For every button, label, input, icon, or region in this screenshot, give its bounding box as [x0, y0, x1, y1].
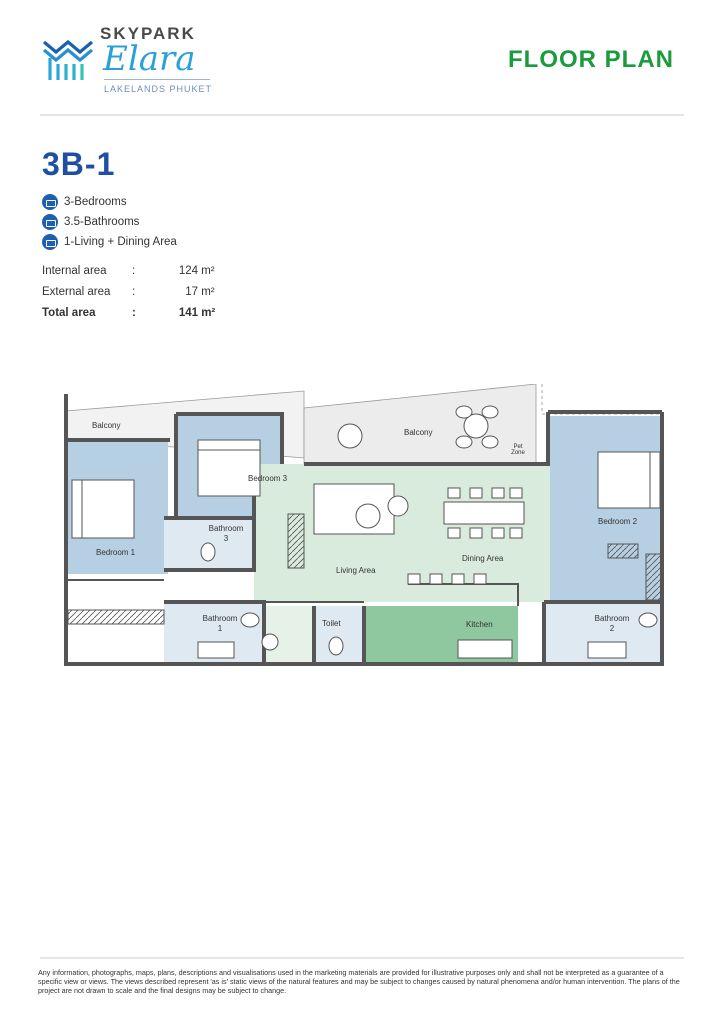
- balcony-main: [303, 384, 537, 465]
- area-unit: m²: [201, 307, 216, 319]
- kitchen-counter-icon: [457, 639, 513, 659]
- room-label-kitchen: Kitchen: [466, 620, 493, 629]
- room-label-pet-zone: Pet Zone: [511, 444, 525, 456]
- bathtub-icon: [42, 214, 58, 230]
- brand-script-name: Elara: [103, 39, 196, 79]
- area-label: Internal area: [42, 265, 107, 277]
- room-label-bedroom3: Bedroom 3: [248, 474, 288, 483]
- feature-bathrooms: 3.5-Bathrooms: [42, 213, 139, 231]
- brand-name: SKYPARK: [100, 24, 196, 43]
- unit-code: 3B-1: [42, 146, 116, 182]
- feature-bedrooms: 3-Bedrooms: [42, 193, 127, 211]
- footer-divider: [40, 957, 684, 959]
- room-label-balcony-main: Balcony: [404, 428, 433, 437]
- wardrobe-icon: [67, 609, 165, 625]
- basin-icon: [261, 633, 279, 651]
- feature-label: 3-Bedrooms: [64, 196, 127, 208]
- disclaimer: Any information, photographs, maps, plan…: [38, 968, 680, 995]
- toilet-icon: [240, 612, 260, 628]
- logo-divider: [104, 79, 210, 80]
- area-value: 124: [178, 265, 198, 277]
- dining-table-icon: [443, 501, 525, 525]
- area-separator: :: [132, 307, 136, 319]
- balcony-table-icon: [463, 413, 489, 439]
- room-label-bedroom1: Bedroom 1: [96, 548, 136, 557]
- header-divider: [40, 114, 684, 116]
- room-label-balcony-left: Balcony: [92, 421, 121, 430]
- room-label-bedroom2: Bedroom 2: [598, 517, 638, 526]
- sink-icon: [197, 641, 235, 659]
- area-label: External area: [42, 286, 111, 298]
- bed-icon: [42, 194, 58, 210]
- feature-label: 1-Living + Dining Area: [64, 236, 177, 248]
- area-row-total: Total area : 141 m²: [42, 305, 215, 321]
- room-label-bathroom3: Bathroom 3: [208, 524, 244, 543]
- feature-living: 1-Living + Dining Area: [42, 233, 177, 251]
- sofa-icon: [42, 234, 58, 250]
- toilet-icon: [328, 636, 344, 656]
- room-label-living: Living Area: [336, 566, 376, 575]
- room-label-bathroom2: Bathroom 2: [594, 614, 630, 633]
- feature-label: 3.5-Bathrooms: [64, 216, 140, 228]
- toilet-icon: [200, 542, 216, 562]
- wardrobe-icon: [645, 553, 663, 601]
- floor-plan: [64, 384, 664, 666]
- page-title: FLOOR PLAN: [508, 46, 674, 73]
- area-unit: m²: [201, 265, 215, 277]
- sofa-icon: [313, 483, 395, 535]
- area-row-internal: Internal area : 124 m²: [42, 263, 215, 279]
- area-separator: :: [132, 286, 136, 298]
- balcony-chair-icon: [337, 423, 363, 449]
- logo-icon: [42, 39, 94, 80]
- area-row-external: External area : 17 m²: [42, 284, 215, 300]
- room-label-bathroom1: Bathroom 1: [202, 614, 238, 633]
- area-value: 17: [185, 286, 198, 298]
- sink-icon: [587, 641, 627, 659]
- wardrobe-icon: [607, 543, 639, 559]
- area-separator: :: [132, 265, 136, 277]
- room-label-dining: Dining Area: [462, 554, 504, 563]
- area-value: 141: [178, 307, 198, 319]
- area-label: Total area: [42, 307, 96, 319]
- brand-location: LAKELANDS PHUKET: [104, 84, 213, 94]
- wardrobe-icon: [287, 513, 305, 569]
- toilet-icon: [638, 612, 658, 628]
- room-label-toilet: Toilet: [322, 619, 341, 628]
- area-unit: m²: [201, 286, 215, 298]
